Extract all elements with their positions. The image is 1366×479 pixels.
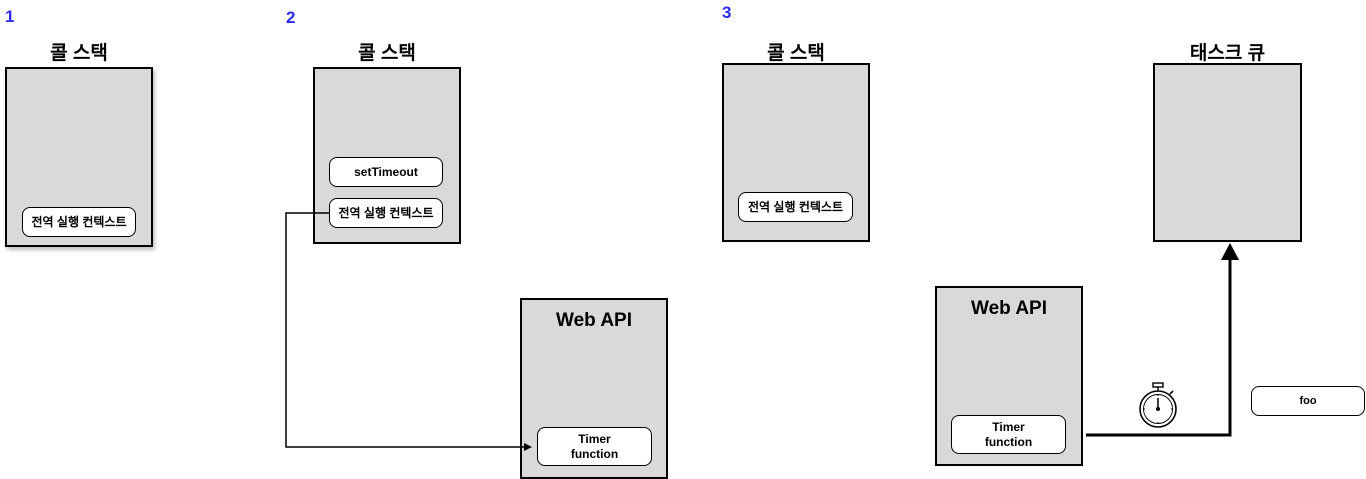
web-api-title-2: Web API bbox=[555, 310, 632, 331]
task-queue-box bbox=[1153, 63, 1302, 242]
call-stack-title-2: 콜 스택 bbox=[358, 43, 416, 64]
step-number-1: 1 bbox=[5, 7, 15, 26]
callback-foo: foo bbox=[1251, 386, 1365, 416]
frame-global-context-2: 전역 실행 컨텍스트 bbox=[329, 198, 443, 228]
arrowhead-taskqueue bbox=[1221, 243, 1239, 260]
frame-global-context-1: 전역 실행 컨텍스트 bbox=[22, 207, 136, 237]
frame-settimeout: setTimeout bbox=[329, 157, 443, 187]
timer-function-3: Timer function bbox=[951, 415, 1066, 454]
call-stack-title-3: 콜 스택 bbox=[767, 43, 825, 64]
task-queue-title: 태스크 큐 bbox=[1189, 43, 1266, 64]
web-api-title-3: Web API bbox=[970, 298, 1047, 319]
frame-global-context-3: 전역 실행 컨텍스트 bbox=[738, 192, 853, 222]
step-number-3: 3 bbox=[722, 3, 732, 22]
arrow-global-to-webapi bbox=[285, 212, 532, 451]
arrow-webapi-to-taskqueue bbox=[1086, 258, 1232, 437]
call-stack-title-1: 콜 스택 bbox=[50, 43, 108, 64]
timer-function-2: Timer function bbox=[537, 427, 652, 466]
step-number-2: 2 bbox=[286, 8, 296, 27]
stopwatch-icon bbox=[1139, 382, 1177, 428]
